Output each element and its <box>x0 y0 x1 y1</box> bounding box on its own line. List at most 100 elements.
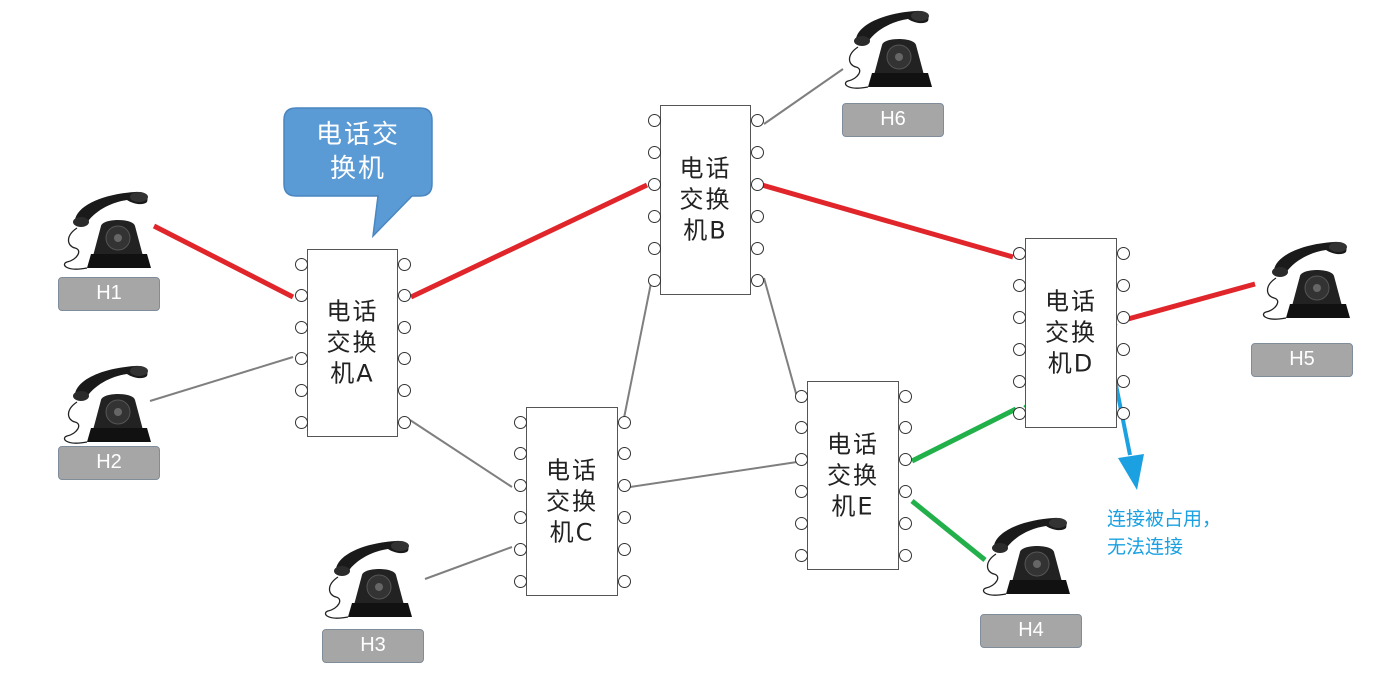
switch-c[interactable]: 电话交换机C <box>526 407 618 596</box>
switch-a-port-right-4[interactable] <box>397 352 411 366</box>
switch-c-port-right-6[interactable] <box>617 574 631 588</box>
switch-e-port-left-5[interactable] <box>794 516 808 530</box>
host-label-h2[interactable]: H2 <box>58 446 160 480</box>
occupied-circuit <box>152 182 1256 322</box>
switch-a-port-left-4[interactable] <box>294 352 308 366</box>
switch-b-label: 电话交换机B <box>679 154 732 245</box>
switch-d-port-right-2[interactable] <box>1116 278 1130 292</box>
red-link-d-h5 <box>1127 281 1256 322</box>
switch-a-port-right-3[interactable] <box>397 320 411 334</box>
callout-line-1: 电话交 <box>315 120 400 150</box>
switch-b-port-right-2[interactable] <box>750 145 764 159</box>
switch-c-port-left-4[interactable] <box>513 510 527 524</box>
switch-d[interactable]: 电话交换机D <box>1025 238 1117 428</box>
switch-b-port-right-3[interactable] <box>750 177 764 191</box>
link-c-b <box>622 277 653 424</box>
switch-a-port-right-2[interactable] <box>397 289 411 303</box>
switch-d-label: 电话交换机D <box>1045 287 1097 378</box>
switch-e-port-left-2[interactable] <box>794 421 808 435</box>
link-b-e <box>763 277 798 398</box>
switch-d-port-right-1[interactable] <box>1116 246 1130 260</box>
switch-d-port-right-3[interactable] <box>1116 310 1130 324</box>
green-link-e-h4 <box>910 499 987 562</box>
phone-icon-h6 <box>844 10 933 89</box>
switch-b-port-left-2[interactable] <box>647 145 661 159</box>
switch-b-port-right-5[interactable] <box>750 241 764 255</box>
red-link-a-b <box>409 182 649 300</box>
callout-line-2: 换机 <box>329 154 386 184</box>
switch-c-port-left-2[interactable] <box>513 447 527 461</box>
switch-d-port-left-3[interactable] <box>1012 310 1026 324</box>
switch-d-port-right-5[interactable] <box>1116 374 1130 388</box>
switch-e-port-right-3[interactable] <box>898 453 912 467</box>
switch-e-port-left-1[interactable] <box>794 389 808 403</box>
switch-a-port-left-1[interactable] <box>294 257 308 271</box>
note-line-1: 连接被占用， <box>1107 508 1222 530</box>
switch-a-label: 电话交换机A <box>326 297 379 388</box>
switch-b-port-left-6[interactable] <box>647 273 661 287</box>
switch-b-port-right-6[interactable] <box>750 273 764 287</box>
host-label-h1[interactable]: H1 <box>58 277 160 311</box>
host-label-h5[interactable]: H5 <box>1251 343 1353 377</box>
switch-b-port-left-5[interactable] <box>647 241 661 255</box>
switch-a-port-right-6[interactable] <box>397 415 411 429</box>
switch-c-port-right-4[interactable] <box>617 510 631 524</box>
switch-a[interactable]: 电话交换机A <box>307 249 398 437</box>
switch-b-port-left-1[interactable] <box>647 113 661 127</box>
switch-e-label: 电话交换机E <box>827 430 879 520</box>
switch-a-port-right-5[interactable] <box>397 383 411 397</box>
phone-icon-h4 <box>982 517 1071 596</box>
phone-icon-h2 <box>63 365 152 444</box>
switch-e-port-right-2[interactable] <box>898 421 912 435</box>
switch-c-port-right-2[interactable] <box>617 447 631 461</box>
note-line-2: 无法连接 <box>1107 536 1184 558</box>
phone-icon-h3 <box>324 540 413 619</box>
switch-a-port-left-3[interactable] <box>294 320 308 334</box>
switch-c-port-right-5[interactable] <box>617 542 631 556</box>
switch-c-port-left-6[interactable] <box>513 574 527 588</box>
switch-e-port-right-5[interactable] <box>898 516 912 530</box>
switch-d-port-left-6[interactable] <box>1012 406 1026 420</box>
link-b-h6 <box>763 68 844 125</box>
switch-e-port-left-6[interactable] <box>794 548 808 562</box>
phone-icon-h5 <box>1262 241 1351 320</box>
switch-d-port-left-1[interactable] <box>1012 246 1026 260</box>
switch-e-port-left-4[interactable] <box>794 484 808 498</box>
link-a-c <box>409 419 513 488</box>
switch-a-port-left-2[interactable] <box>294 289 308 303</box>
switch-c-port-left-1[interactable] <box>513 415 527 429</box>
switch-b[interactable]: 电话交换机B <box>660 105 751 295</box>
switch-b-port-left-3[interactable] <box>647 177 661 191</box>
switch-a-port-left-6[interactable] <box>294 415 308 429</box>
link-h3-c <box>424 546 513 580</box>
switch-b-port-left-4[interactable] <box>647 209 661 223</box>
callout-bubble <box>283 107 433 239</box>
switch-e-port-right-6[interactable] <box>898 548 912 562</box>
phone-icon-h1 <box>63 191 152 270</box>
switch-c-port-left-5[interactable] <box>513 542 527 556</box>
host-label-h6[interactable]: H6 <box>842 103 944 137</box>
host-label-h3[interactable]: H3 <box>322 629 424 663</box>
switch-e-port-left-3[interactable] <box>794 453 808 467</box>
host-label-h4[interactable]: H4 <box>980 614 1082 648</box>
switch-c-port-right-3[interactable] <box>617 479 631 493</box>
switch-a-port-right-1[interactable] <box>397 257 411 271</box>
switch-c-port-right-1[interactable] <box>617 415 631 429</box>
switch-c-port-left-3[interactable] <box>513 479 527 493</box>
switch-a-port-left-5[interactable] <box>294 383 308 397</box>
callout-text: 电话交 换机 <box>283 118 433 186</box>
switch-e-port-right-4[interactable] <box>898 484 912 498</box>
blocked-note: 连接被占用， 无法连接 <box>1107 505 1221 561</box>
switch-d-port-left-2[interactable] <box>1012 278 1026 292</box>
link-h2-a <box>149 356 294 402</box>
switch-d-port-right-4[interactable] <box>1116 342 1130 356</box>
idle-links <box>149 68 844 580</box>
switch-b-port-right-4[interactable] <box>750 209 764 223</box>
green-link-e-d <box>910 406 1018 464</box>
switch-d-port-left-4[interactable] <box>1012 342 1026 356</box>
switch-e-port-right-1[interactable] <box>898 389 912 403</box>
switch-e[interactable]: 电话交换机E <box>807 381 899 570</box>
switch-d-port-left-5[interactable] <box>1012 374 1026 388</box>
switch-b-port-right-1[interactable] <box>750 113 764 127</box>
switch-d-port-right-6[interactable] <box>1116 406 1130 420</box>
